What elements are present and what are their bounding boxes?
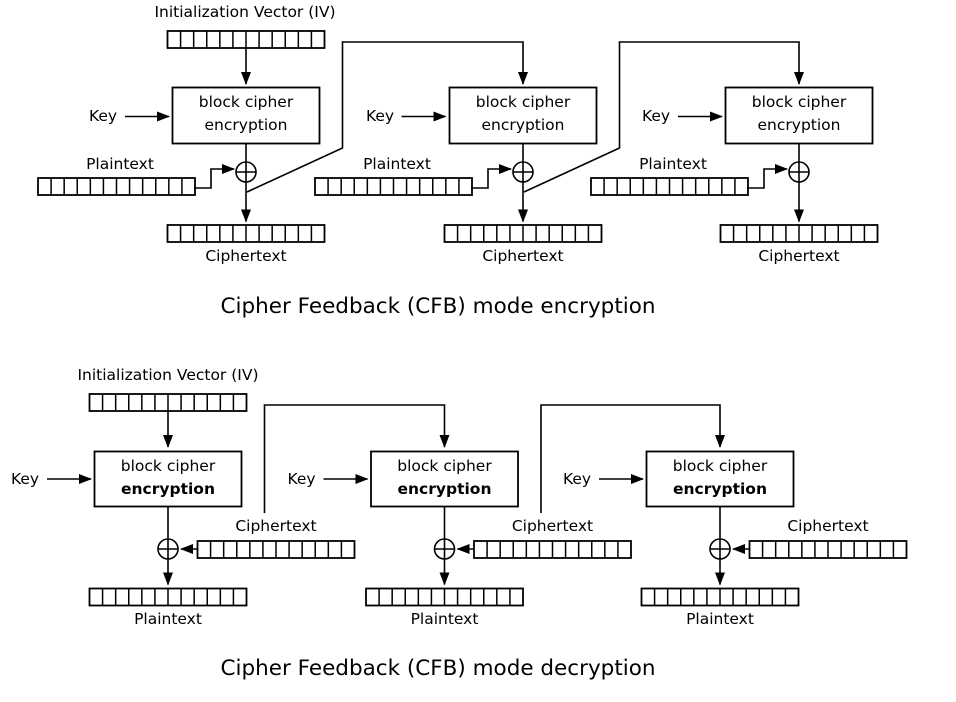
dec-ciphertext-block-3 (748, 540, 908, 559)
dec-key-label-2: Key (287, 469, 316, 488)
enc-box-line2-3: encryption (757, 116, 841, 134)
dec-plaintext-block-1 (88, 587, 248, 607)
enc-key-label-3: Key (641, 107, 671, 125)
dec-plaintext-block-3 (640, 587, 800, 607)
enc-key-label-2: Key (365, 107, 395, 125)
enc-cipher-box-2 (448, 86, 598, 145)
enc-xor-icon-2 (512, 161, 534, 183)
encryption-title: Cipher Feedback (CFB) mode encryption (220, 294, 656, 319)
dec-box-line2-2: encryption (397, 479, 492, 498)
dec-plaintext-label-3: Plaintext (686, 610, 754, 628)
enc-feedback-line-1 (246, 41, 528, 193)
enc-ciphertext-label-2: Ciphertext (482, 247, 564, 265)
dec-box-line1-2: block cipher (397, 456, 492, 475)
enc-cipher-box-label-3: block cipher encryption (726, 91, 873, 137)
enc-box-line2-2: encryption (481, 116, 565, 134)
enc-plaintext-arrow-1 (194, 164, 235, 189)
dec-iv-block (88, 393, 248, 412)
enc-ciphertext-block-3 (719, 224, 879, 243)
enc-box-line1-1: block cipher (198, 93, 294, 111)
dec-ciphertext-block-2 (473, 540, 632, 559)
enc-xor-icon-3 (788, 161, 810, 183)
decryption-diagram (47, 393, 908, 607)
enc-cipher-box-3 (724, 86, 874, 145)
dec-ciphertext-label-1: Ciphertext (235, 517, 317, 535)
dec-cipher-box-1 (93, 450, 243, 508)
enc-box-line1-2: block cipher (475, 93, 571, 111)
enc-plaintext-block-3 (590, 177, 749, 196)
dec-cipher-box-label-3: block cipher encryption (647, 455, 794, 501)
dec-cipher-box-label-2: block cipher encryption (371, 455, 518, 501)
enc-ciphertext-block-2 (443, 224, 603, 243)
dec-feedback-line-2 (540, 404, 725, 513)
dec-box-line1-3: block cipher (672, 456, 768, 475)
enc-cipher-box-label-1: block cipher encryption (173, 91, 320, 137)
dec-plaintext-label-1: Plaintext (134, 610, 202, 628)
dec-ciphertext-label-3: Ciphertext (787, 517, 869, 535)
enc-cipher-box-label-2: block cipher encryption (450, 91, 597, 137)
enc-plaintext-block-1 (37, 177, 196, 196)
enc-ciphertext-block-1 (166, 224, 326, 243)
enc-iv-block (166, 30, 326, 49)
dec-xor-icon-2 (433, 538, 456, 560)
dec-iv-label: Initialization Vector (IV) (77, 366, 259, 384)
dec-box-line2-3: encryption (673, 479, 767, 498)
enc-plaintext-label-3: Plaintext (639, 155, 707, 173)
enc-feedback-line-2 (523, 41, 804, 193)
enc-xor-icon-1 (235, 161, 257, 183)
enc-cipher-box-1 (171, 86, 321, 145)
enc-box-line2-1: encryption (204, 116, 288, 134)
enc-iv-label: Initialization Vector (IV) (154, 3, 336, 21)
dec-ciphertext-block-1 (196, 540, 356, 559)
dec-cipher-box-label-1: block cipher encryption (95, 455, 242, 501)
dec-xor-icon-1 (157, 538, 179, 560)
dec-ciphertext-label-2: Ciphertext (511, 517, 594, 535)
enc-plaintext-arrow-2 (471, 164, 512, 189)
encryption-diagram (37, 30, 879, 243)
enc-ciphertext-label-3: Ciphertext (758, 247, 840, 265)
dec-xor-icon-3 (709, 538, 731, 560)
dec-cipher-box-3 (645, 450, 795, 508)
dec-key-label-3: Key (562, 469, 592, 488)
enc-plaintext-label-2: Plaintext (363, 155, 431, 173)
dec-box-line2-1: encryption (121, 479, 215, 498)
enc-box-line1-3: block cipher (751, 93, 847, 111)
enc-key-label-1: Key (88, 107, 118, 125)
dec-plaintext-block-2 (365, 587, 524, 607)
dec-feedback-line-1 (263, 404, 450, 513)
enc-ciphertext-label-1: Ciphertext (205, 247, 287, 265)
dec-box-line1-1: block cipher (120, 456, 216, 475)
dec-cipher-box-2 (370, 450, 519, 508)
dec-key-label-1: Key (10, 469, 40, 488)
enc-plaintext-label-1: Plaintext (86, 155, 154, 173)
enc-plaintext-block-2 (314, 177, 473, 196)
decryption-title: Cipher Feedback (CFB) mode decryption (220, 656, 656, 681)
enc-plaintext-arrow-3 (747, 164, 788, 189)
dec-plaintext-label-2: Plaintext (410, 610, 479, 628)
